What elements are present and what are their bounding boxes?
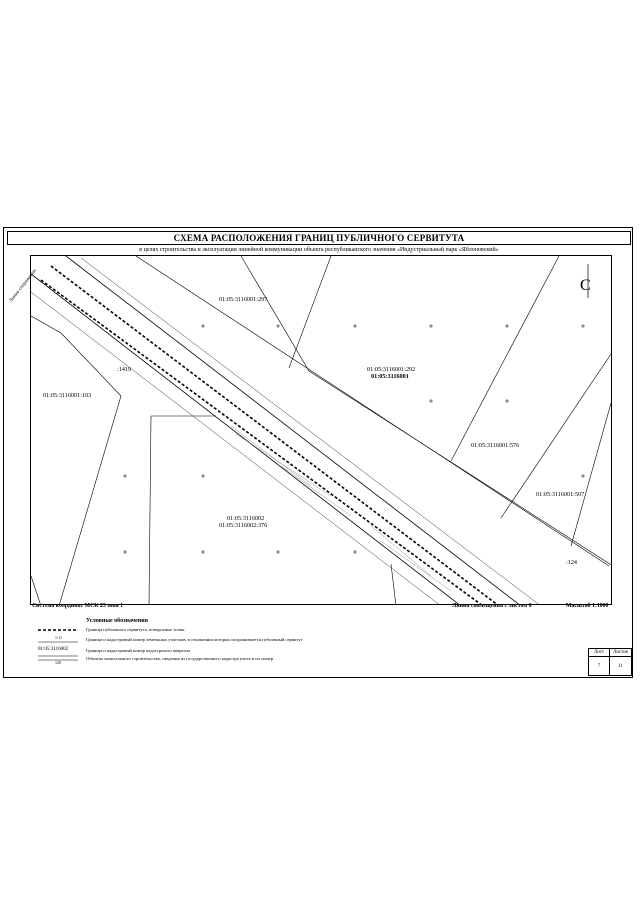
parcel-boundary [135,256,610,567]
drawing-subtitle: в целях строительства и эксплуатации лин… [139,247,499,253]
scale-label: Масштаб 1:1000 [566,603,609,609]
sheets-total: 11 [609,656,632,676]
sheet-stamp: Лист Листов 7 11 [588,648,632,676]
parcel-boundary [31,575,41,604]
parcel-label: 01:05:3116002:376 [219,522,268,529]
parcel-label: 01:05:3116001:292 [367,366,416,373]
legend-item: Граница и кадастровый номер кадастрового… [30,648,330,658]
parcel-boundary [450,256,560,462]
match-line-label: Линия совмещения с листом 6 [452,603,532,609]
quarter-label: 01:05:3116001 [371,373,409,380]
parcel-boundary [148,415,152,604]
parcel-label: 01:05:3116001:576 [471,442,520,449]
legend-symbol-text: 01:05:3116002 [38,647,69,652]
parcel-label: 01:05:3116001:297 [219,296,268,303]
map-frame: С 01:05:3116001:297 01:05:3116001:292 01… [30,255,612,605]
drawing-title: СХЕМА РАСПОЛОЖЕНИЯ ГРАНИЦ ПУБЛИЧНОГО СЕР… [7,231,631,245]
quarter-boundary-symbol [38,655,78,657]
road-edge [31,273,460,604]
parcel-label: :124 [566,559,578,566]
legend-symbol-text: 1:11 [55,635,62,640]
drawing-sheet [3,227,633,678]
sheet-number: 7 [588,656,610,676]
road-axis [31,291,439,604]
parcel-boundary [570,402,611,547]
map-svg [31,256,611,604]
legend-item: Граница и кадастровый номер земельных уч… [30,637,330,647]
legend-item: Граница публичного сервитута, поворотные… [30,627,330,637]
parcel-label: 01:05:3116001:507 [536,491,585,498]
parcel-boundary [500,353,611,519]
legend-symbol-text: 120 [55,660,61,665]
legend-item: Объекты капитального строительства, свед… [30,656,330,666]
parcel-boundary [240,256,611,566]
parcel-boundary-symbol [38,641,78,643]
parcel-boundary [390,563,397,604]
parcel-boundary [288,256,332,369]
parcel-label: :1419 [117,366,132,373]
coordinate-system-label: Система координат МСК 23 зона 1 [32,603,123,609]
parcel-label: 01:05:3116001:103 [43,392,92,399]
servitude-boundary [50,265,498,604]
north-arrow-label: С [580,277,591,294]
servitude-boundary [40,279,482,604]
servitude-symbol [38,629,78,631]
parcel-boundary [31,315,122,604]
road-edge [65,256,520,604]
building-symbol [38,659,78,661]
quarter-label: 01:05:3116002 [227,515,265,522]
road-axis [80,257,539,604]
legend-title: Условные обозначения [86,618,148,624]
